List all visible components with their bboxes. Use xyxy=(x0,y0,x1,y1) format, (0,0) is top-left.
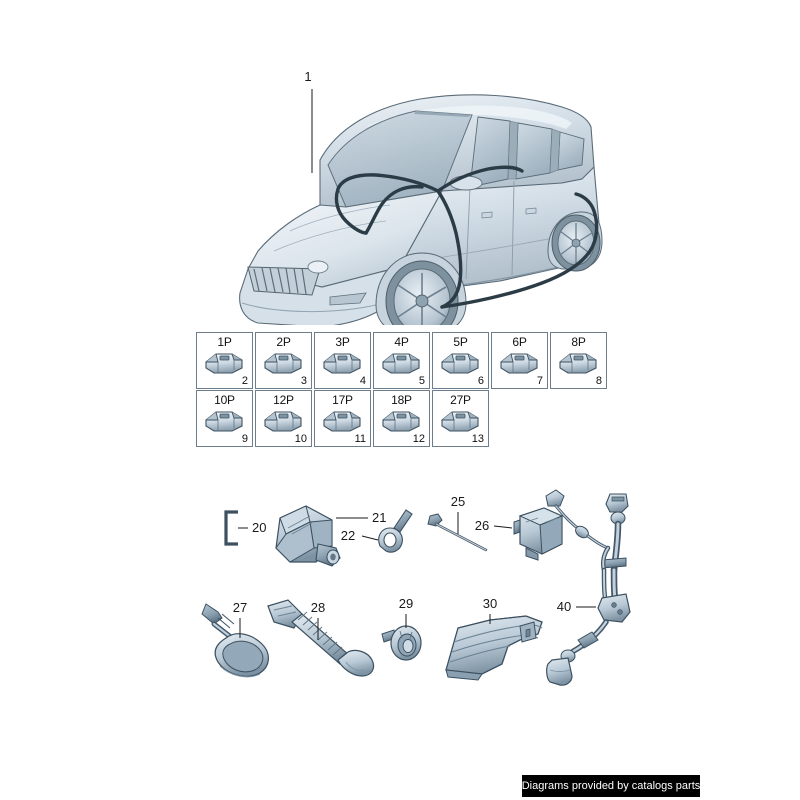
connector-cell-3p[interactable]: 3P 4 xyxy=(314,332,371,389)
connector-row-1: 1P 2 2P xyxy=(196,332,616,389)
connector-icon xyxy=(440,411,479,432)
part-30-cable-channel: 30 xyxy=(445,596,543,681)
connector-icon xyxy=(381,353,420,374)
part-28-label: 28 xyxy=(311,600,325,615)
callout-1-label: 1 xyxy=(304,69,311,84)
connector-icon xyxy=(381,411,420,432)
connector-ref-number: 7 xyxy=(536,375,543,387)
connector-pin-label: 2P xyxy=(276,335,291,349)
connector-ref-number: 5 xyxy=(418,375,425,387)
connector-icon xyxy=(322,353,361,374)
connector-pin-label: 18P xyxy=(391,393,412,407)
connector-cell-27p[interactable]: 27P 13 xyxy=(432,390,489,447)
part-30-label: 30 xyxy=(483,596,497,611)
part-22-eyelet-terminal: 22 xyxy=(341,509,413,553)
part-25-label: 25 xyxy=(451,494,465,509)
front-grille xyxy=(247,266,321,296)
connector-icon xyxy=(440,353,479,374)
connector-ref-number: 2 xyxy=(241,375,248,387)
part-29-label: 29 xyxy=(399,596,413,611)
connector-icon xyxy=(499,353,538,374)
connector-icon xyxy=(204,411,243,432)
connector-cell-1p[interactable]: 1P 2 xyxy=(196,332,253,389)
vehicle-illustration: 1 xyxy=(170,55,620,325)
part-40-label: 40 xyxy=(557,599,571,614)
wiring-harness-part-1 xyxy=(334,165,599,309)
connector-ref-number: 3 xyxy=(300,375,307,387)
part-20-label: 20 xyxy=(252,520,266,535)
connector-row-2: 10P 9 12P xyxy=(196,390,616,447)
connector-pin-label: 1P xyxy=(217,335,232,349)
vehicle-body xyxy=(239,94,603,325)
connector-ref-number: 9 xyxy=(241,433,248,445)
connector-pin-label: 4P xyxy=(394,335,409,349)
connector-cell-18p[interactable]: 18P 12 xyxy=(373,390,430,447)
connector-icon xyxy=(263,411,302,432)
connector-ref-number: 13 xyxy=(471,433,484,445)
part-22-label: 22 xyxy=(341,528,355,543)
connector-cell-4p[interactable]: 4P 5 xyxy=(373,332,430,389)
connector-icon xyxy=(322,411,361,432)
connector-pin-label: 17P xyxy=(332,393,353,407)
connector-icon xyxy=(204,353,243,374)
part-40-cable-harness: 40 xyxy=(545,489,631,686)
part-28-conduit: 28 xyxy=(267,599,375,677)
connector-icon xyxy=(263,353,302,374)
connector-grid: 1P 2 2P xyxy=(196,332,616,448)
connector-cell-2p[interactable]: 2P 3 xyxy=(255,332,312,389)
connector-ref-number: 6 xyxy=(477,375,484,387)
part-29-grommet: 29 xyxy=(381,596,422,661)
connector-pin-label: 5P xyxy=(453,335,468,349)
connector-ref-number: 8 xyxy=(595,375,602,387)
part-26-relay-block: 26 xyxy=(475,507,564,561)
connector-icon xyxy=(558,353,597,374)
connector-cell-6p[interactable]: 6P 7 xyxy=(491,332,548,389)
part-27-label: 27 xyxy=(233,600,247,615)
connector-cell-12p[interactable]: 12P 10 xyxy=(255,390,312,447)
part-26-label: 26 xyxy=(475,518,489,533)
connector-pin-label: 27P xyxy=(450,393,471,407)
connector-ref-number: 12 xyxy=(412,433,425,445)
part-20-bracket: 20 xyxy=(224,510,266,546)
connector-pin-label: 10P xyxy=(214,393,235,407)
connector-cell-8p[interactable]: 8P 8 xyxy=(550,332,607,389)
part-21-sensor-module: 21 xyxy=(275,505,386,567)
parts-illustration-group: 20 21 xyxy=(190,488,640,693)
connector-pin-label: 8P xyxy=(571,335,586,349)
connector-pin-label: 3P xyxy=(335,335,350,349)
connector-pin-label: 12P xyxy=(273,393,294,407)
connector-ref-number: 4 xyxy=(359,375,366,387)
part-21-label: 21 xyxy=(372,510,386,525)
footer-watermark-bar: Diagrams provided by catalogs parts xyxy=(522,775,700,797)
connector-ref-number: 11 xyxy=(354,433,366,445)
headlight xyxy=(307,260,329,274)
footer-watermark-text: Diagrams provided by catalogs parts xyxy=(521,780,701,792)
callout-1: 1 xyxy=(304,69,313,173)
part-25-cable-tie: 25 xyxy=(427,494,488,552)
connector-cell-10p[interactable]: 10P 9 xyxy=(196,390,253,447)
part-27-grommet-cable: 27 xyxy=(201,600,269,678)
connector-cell-17p[interactable]: 17P 11 xyxy=(314,390,371,447)
connector-cell-5p[interactable]: 5P 6 xyxy=(432,332,489,389)
connector-pin-label: 6P xyxy=(512,335,527,349)
connector-ref-number: 10 xyxy=(294,433,307,445)
